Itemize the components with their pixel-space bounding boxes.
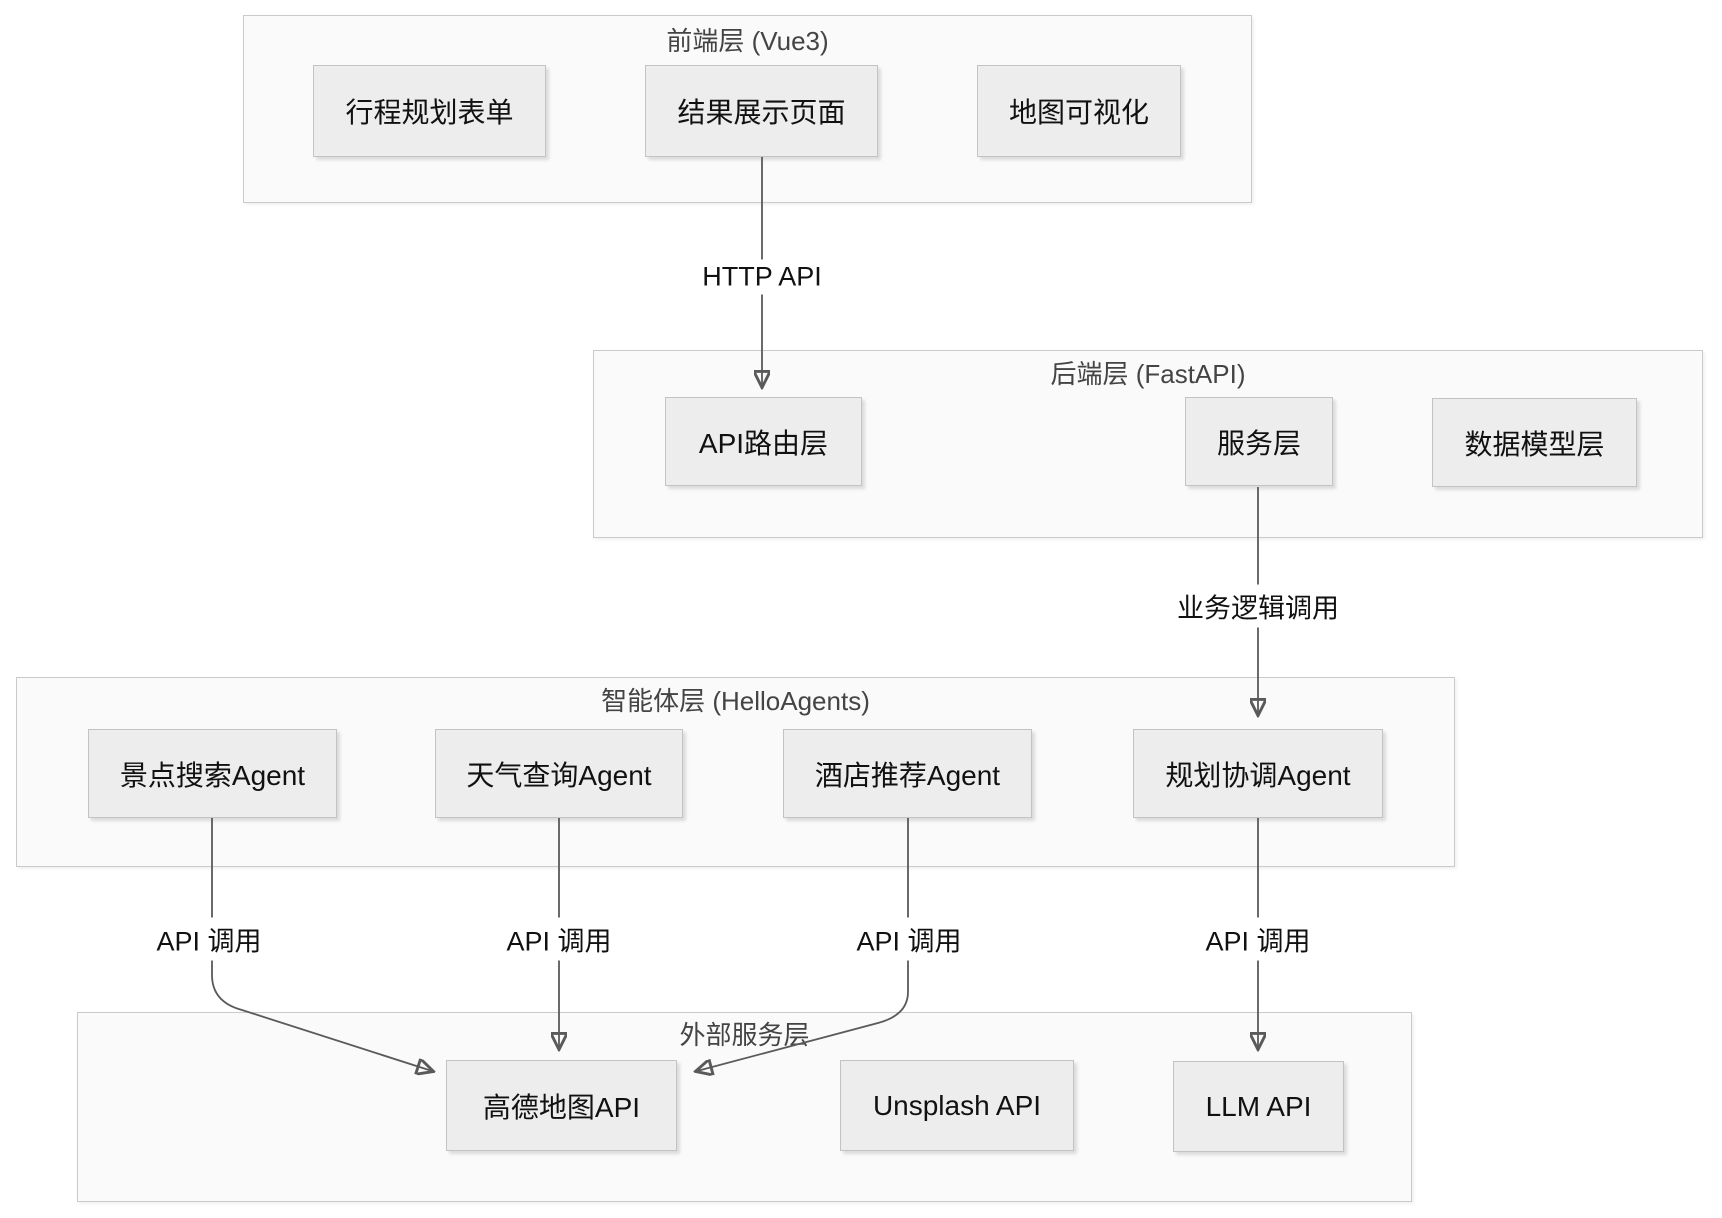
node-service-layer: 服务层: [1185, 397, 1333, 486]
node-hotel-agent: 酒店推荐Agent: [783, 729, 1032, 818]
edge-label-api-call-1: API 调用: [148, 917, 270, 961]
edge-label-api-call-2: API 调用: [498, 917, 620, 961]
node-result-page: 结果展示页面: [645, 65, 878, 157]
node-weather-agent: 天气查询Agent: [435, 729, 683, 818]
node-llm-api: LLM API: [1173, 1061, 1344, 1152]
node-amap-api: 高德地图API: [446, 1060, 677, 1151]
layer-title-frontend: 前端层 (Vue3): [666, 26, 829, 56]
node-unsplash-api: Unsplash API: [840, 1060, 1074, 1151]
node-api-router: API路由层: [665, 397, 862, 486]
node-map-viz: 地图可视化: [977, 65, 1181, 157]
layer-title-external: 外部服务层: [679, 1020, 810, 1050]
node-poi-agent: 景点搜索Agent: [88, 729, 337, 818]
edge-label-api-call-3: API 调用: [848, 917, 970, 961]
edge-label-http-api: HTTP API: [694, 259, 830, 295]
node-trip-form: 行程规划表单: [313, 65, 546, 157]
layer-title-backend: 后端层 (FastAPI): [1050, 359, 1246, 389]
node-data-model: 数据模型层: [1432, 398, 1637, 487]
layer-title-agents: 智能体层 (HelloAgents): [601, 686, 870, 716]
edge-label-api-call-4: API 调用: [1197, 917, 1319, 961]
edge-label-business-call: 业务逻辑调用: [1169, 584, 1347, 628]
node-planner-agent: 规划协调Agent: [1133, 729, 1383, 818]
